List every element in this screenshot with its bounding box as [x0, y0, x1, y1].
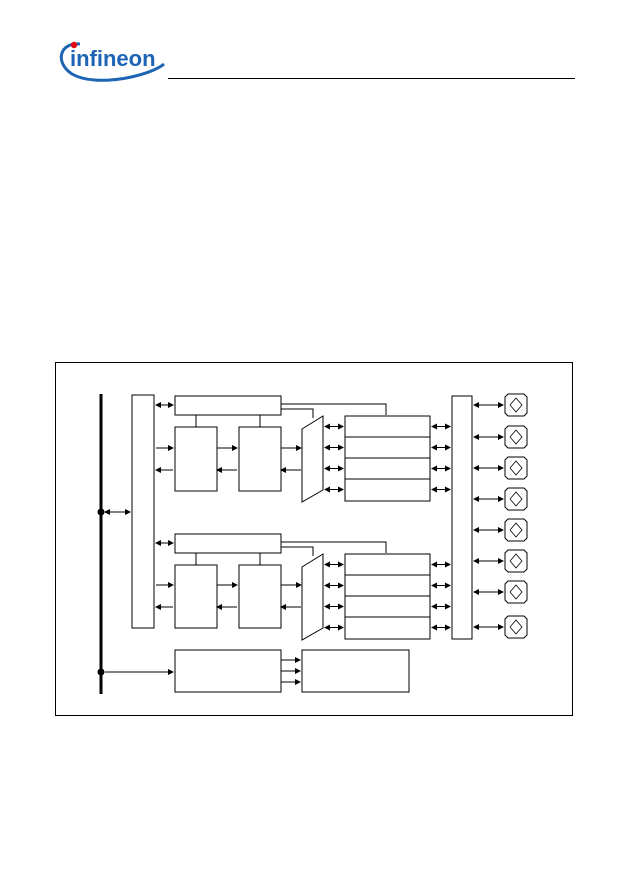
- lower-register-link-stack: [281, 541, 387, 553]
- infineon-logo: infineon: [59, 41, 165, 82]
- header-rule: [168, 78, 575, 79]
- lower-buffer-a: [174, 564, 218, 629]
- lower-control-register: [174, 533, 282, 554]
- io-pin-pad: [504, 487, 528, 511]
- io-pin-glyph: [509, 429, 523, 445]
- io-pin-glyph: [509, 619, 523, 635]
- io-pins: [473, 393, 528, 639]
- bus-node-upper: [97, 508, 105, 516]
- diagram-border: [55, 362, 573, 716]
- upper-control-register: [174, 395, 282, 416]
- io-pin-pad: [504, 393, 528, 417]
- io-pin-glyph: [509, 584, 523, 600]
- stack-to-port-arrows: [431, 423, 451, 631]
- io-pin-glyph: [509, 460, 523, 476]
- upper-register-link-stack: [281, 403, 387, 415]
- upper-buffer-b: [238, 426, 282, 492]
- io-pin-pad: [504, 615, 528, 639]
- logo-wordmark: infineon: [70, 46, 156, 71]
- bus-node-lower: [97, 668, 105, 676]
- lower-multiplexer: [301, 553, 324, 641]
- mux-to-stack-arrows: [324, 423, 344, 631]
- logo-swoosh: [59, 42, 165, 82]
- lower-buffer-b: [238, 564, 282, 629]
- port-control-block: [451, 395, 473, 640]
- io-pin-glyph: [509, 553, 523, 569]
- io-pin-pad: [504, 518, 528, 542]
- io-pin-pad: [504, 580, 528, 604]
- bus-interface-block: [131, 394, 155, 629]
- lower-register-link-mux: [281, 546, 314, 556]
- io-pin-pad: [504, 456, 528, 480]
- upper-multiplexer: [301, 415, 324, 503]
- io-pin-pad: [504, 549, 528, 573]
- io-pin-glyph: [509, 522, 523, 538]
- output-control-block: [301, 649, 410, 693]
- block-diagram: [55, 362, 573, 716]
- upper-register-link-mux: [281, 408, 314, 418]
- clock-control-block: [174, 649, 282, 693]
- upper-buffer-a: [174, 426, 218, 492]
- logo-dot-icon: [70, 41, 78, 49]
- io-pin-pad: [504, 425, 528, 449]
- io-pin-glyph: [509, 491, 523, 507]
- io-pin-glyph: [509, 397, 523, 413]
